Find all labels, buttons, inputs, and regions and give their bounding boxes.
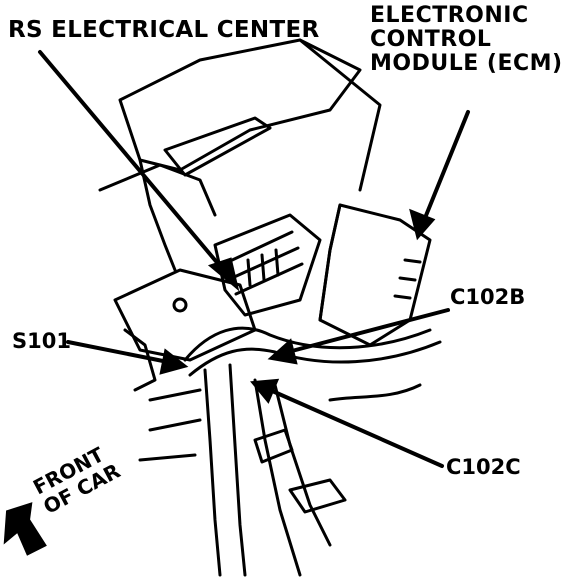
- arrow-c102c: [268, 388, 444, 468]
- loom-clip: [253, 428, 294, 464]
- arrow-c102b: [286, 308, 450, 354]
- arrow-rs-center-head: [207, 257, 240, 292]
- label-ecm-line2: CONTROL: [370, 26, 492, 52]
- arrow-rs-center: [38, 50, 227, 274]
- electrical-center-block: [213, 213, 322, 317]
- fuse-tabs: [246, 248, 280, 287]
- vent-opening: [163, 116, 272, 177]
- wire-harness-down-3: [253, 378, 302, 577]
- front-of-car-arrow: [3, 502, 47, 556]
- arrow-c102b-head: [267, 338, 298, 365]
- arrow-c102c-head: [250, 378, 280, 404]
- wire-harness-down-4: [273, 383, 332, 547]
- label-c102b: C102B: [450, 285, 526, 309]
- arrow-s101-head: [159, 348, 189, 375]
- relay-row: [226, 230, 304, 296]
- upper-body-panel: [118, 38, 362, 172]
- wire-harness-down-2: [228, 363, 247, 577]
- arrow-ecm-head: [409, 208, 436, 241]
- bracket-left: [123, 328, 157, 392]
- label-rs-electrical-center: RS ELECTRICAL CENTER: [8, 17, 320, 43]
- lower-bracket: [288, 478, 347, 514]
- right-side-wires: [328, 383, 422, 402]
- strut-tower: [138, 158, 177, 272]
- label-s101: S101: [12, 329, 71, 353]
- ecm-ribs: [393, 258, 422, 300]
- bolt-hole: [172, 297, 188, 313]
- cowl-edge: [298, 38, 382, 192]
- lower-panel: [138, 388, 202, 462]
- label-ecm-line1: ELECTRONIC: [370, 3, 529, 28]
- label-c102c: C102C: [446, 455, 521, 479]
- label-ecm-line3: MODULE (ECM): [370, 50, 563, 76]
- fender-line: [98, 163, 217, 217]
- arrow-ecm: [423, 110, 470, 220]
- arrow-s101: [66, 340, 170, 364]
- ecm-front-face: [318, 203, 342, 322]
- wire-harness-main: [183, 326, 432, 362]
- wire-harness-down: [203, 368, 222, 577]
- label-ecm: ELECTRONIC CONTROL MODULE (ECM): [370, 4, 563, 75]
